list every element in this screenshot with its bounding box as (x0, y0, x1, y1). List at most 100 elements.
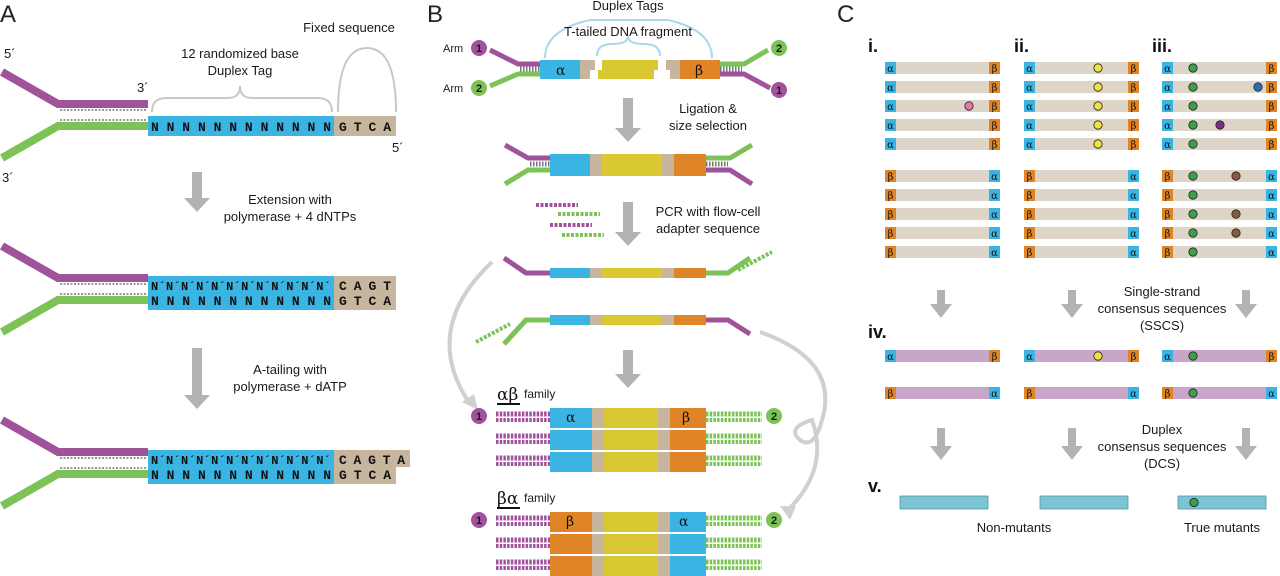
alpha-tag (1162, 100, 1173, 112)
tag-symbol: α (991, 229, 998, 240)
tail-box (334, 450, 410, 467)
adapter-step2: N´N´N´N´N´N´N´N´N´N´N´N´ NNNNNNNNNNNN CA… (0, 242, 396, 336)
alpha-tag (1266, 246, 1277, 258)
mutation-dot (1231, 171, 1241, 181)
mutation-dot (1188, 139, 1198, 149)
beta-tag (1266, 350, 1277, 362)
tag-symbol: β (992, 352, 998, 363)
read-body (885, 208, 1000, 220)
arrow-b1 (615, 98, 641, 142)
beta-tag (1266, 138, 1277, 150)
alpha-tag (1128, 189, 1139, 201)
ba-arm2-number: 2 (771, 515, 777, 527)
tag-symbol: α (1268, 191, 1275, 202)
arrow-a2 (184, 348, 210, 409)
tan-block (658, 408, 670, 428)
label-3prime-bottom: 3´ (2, 170, 14, 185)
panel-a-letter: A (0, 1, 16, 28)
ba-arm1-number: 1 (476, 515, 482, 527)
ligation-input: α β (488, 47, 772, 91)
arm-label-top: Arm (443, 43, 463, 55)
tag-symbol: α (1130, 191, 1137, 202)
read-body (885, 189, 1000, 201)
family-read (496, 430, 762, 450)
tag-symbol: β (992, 64, 998, 75)
read-body (1162, 100, 1277, 112)
mutation-dot (1093, 139, 1103, 149)
fixed-box (334, 276, 396, 310)
panel-b: Duplex Tags T-tailed DNA fragment Arm 1 … (443, 0, 828, 576)
alpha-tag (1128, 170, 1139, 182)
arm-label-bottom: Arm (443, 83, 463, 95)
alpha-tag (885, 81, 896, 93)
arrow-c-iv-ii (1061, 428, 1083, 460)
read-body (1024, 119, 1139, 131)
alpha-tag (1024, 100, 1035, 112)
arm2-number: 2 (476, 83, 482, 95)
roman-i: i. (868, 36, 878, 56)
tag-symbol: β (1165, 248, 1171, 259)
tag-symbol: α (887, 140, 894, 151)
tag-symbol: β (1269, 102, 1275, 113)
alpha-tag (989, 208, 1000, 220)
tag-symbol: α (991, 248, 998, 259)
fixed-box (334, 467, 396, 484)
left-tag (550, 408, 592, 428)
alpha-tag (1162, 138, 1173, 150)
tail-sequence: CAGTA (339, 453, 405, 468)
hybridization-lines (60, 283, 146, 295)
read-body (1162, 387, 1277, 399)
fragment (604, 512, 658, 532)
dcs-line1: Duplex (1142, 422, 1183, 437)
beta-tag (1266, 81, 1277, 93)
read-body (1024, 138, 1139, 150)
mutation-dot (1093, 63, 1103, 73)
read-body (1024, 100, 1139, 112)
arm2-circle-right (771, 40, 787, 56)
mutation-dot (1231, 228, 1241, 238)
ab-arm2-number: 2 (771, 411, 777, 423)
arrow-c-iv-iii (1235, 428, 1257, 460)
family-read (496, 534, 762, 554)
read-body (885, 138, 1000, 150)
dcs-mutation-dot (1189, 497, 1199, 508)
left-tag (550, 534, 592, 554)
read-body (885, 170, 1000, 182)
tag-symbol: β (1131, 140, 1137, 151)
pcr-line1: PCR with flow-cell (656, 204, 761, 219)
arrow-a1 (184, 172, 210, 212)
ab-arm1-number: 1 (476, 411, 482, 423)
tan-block (592, 534, 604, 554)
tag-symbol: β (1131, 83, 1137, 94)
alpha-tag (989, 189, 1000, 201)
beta-tag (1162, 189, 1173, 201)
alpha-tag (1266, 208, 1277, 220)
ba-arm2-circle (766, 512, 782, 528)
label-5prime-right: 5´ (392, 140, 404, 155)
tag-symbol: β (1269, 140, 1275, 151)
alpha-tag (1266, 387, 1277, 399)
hybridization-lines (60, 457, 146, 469)
tag-symbol: α (991, 210, 998, 221)
read-body (1024, 189, 1139, 201)
alpha-tag (1128, 246, 1139, 258)
left-tag (550, 512, 592, 532)
ab-beta-symbol: β (682, 410, 690, 426)
read-body (885, 227, 1000, 239)
arm1-number: 1 (476, 43, 482, 55)
read-body (885, 246, 1000, 258)
mutation-dot (1093, 101, 1103, 111)
mutation-dot (1093, 82, 1103, 92)
adapter-step3: N´N´N´N´N´N´N´N´N´N´N´N´ NNNNNNNNNNNN CA… (0, 416, 410, 510)
alpha-tag (989, 170, 1000, 182)
tan-block (592, 430, 604, 450)
mutation-dot (1188, 101, 1198, 111)
